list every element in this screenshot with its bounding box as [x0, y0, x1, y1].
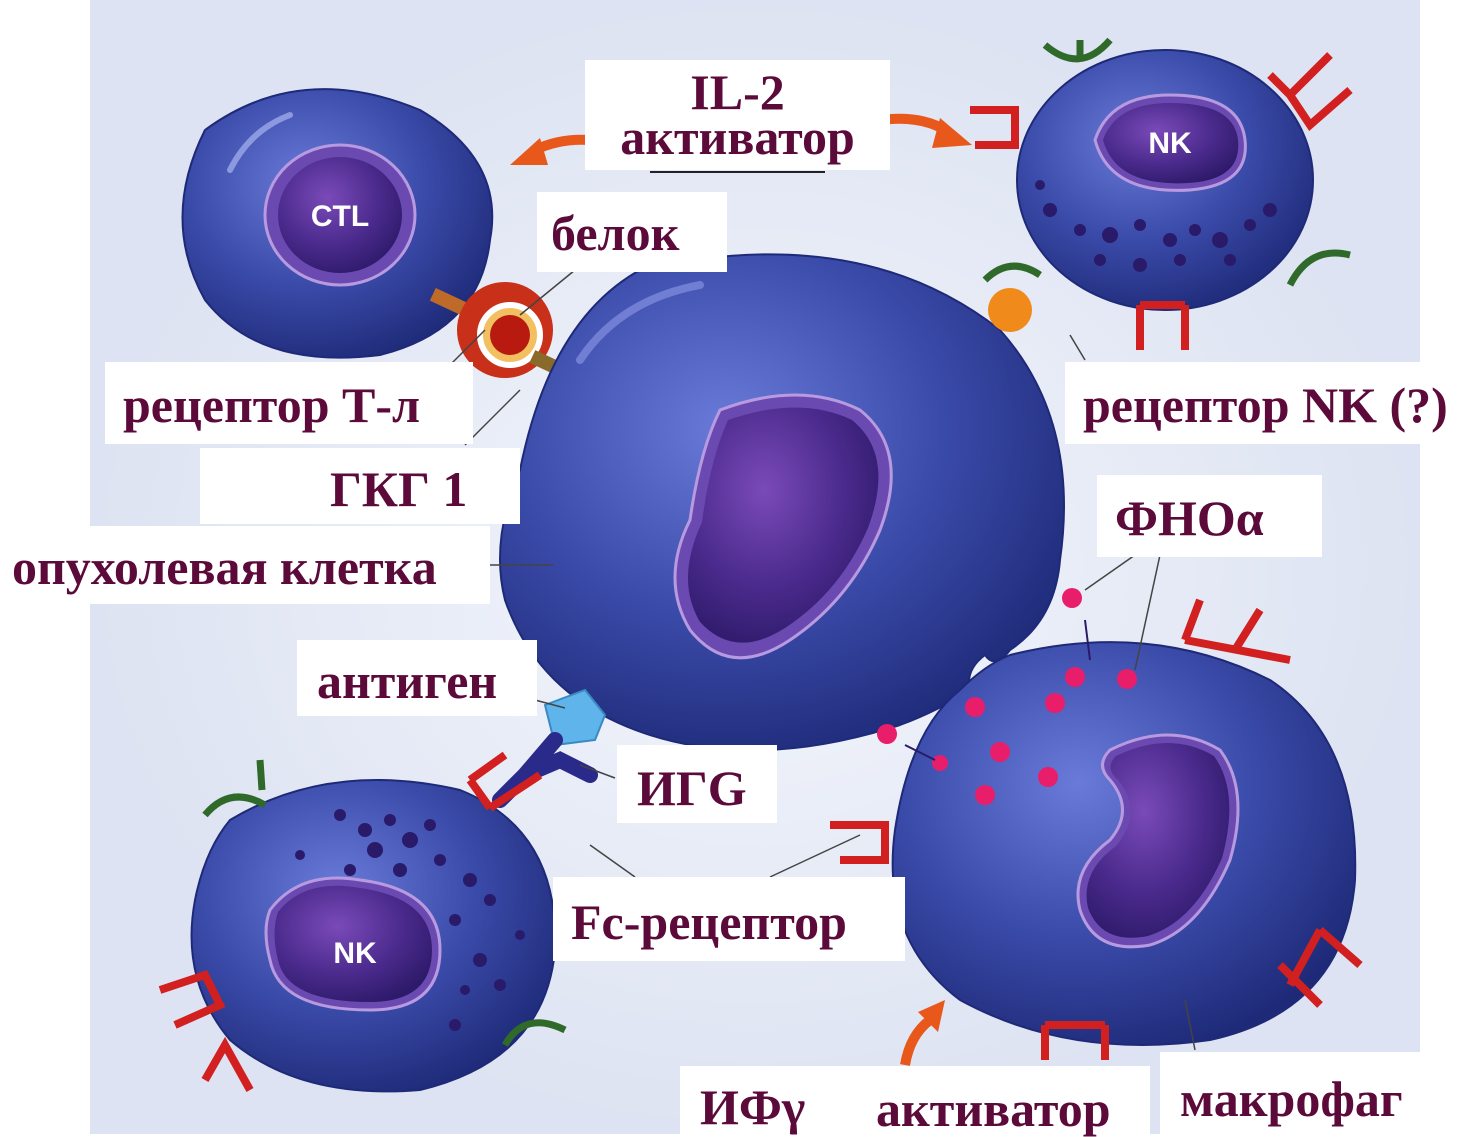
ifn-gamma-label: ИФγ: [680, 1066, 860, 1134]
nk-receptor-label: рецептор NK (?): [1065, 362, 1476, 444]
t-receptor-label: рецептор Т-л: [105, 362, 473, 444]
antigen-label: антиген: [297, 640, 537, 716]
protein-peptide: [490, 315, 530, 355]
nk-top-cell-tag: NK: [1148, 127, 1192, 160]
activator-top-text: активатор: [599, 115, 876, 160]
ctl-cell-tag: CTL: [311, 200, 369, 233]
igg-label: ИГG: [617, 745, 777, 823]
tumor-cell-label: опухолевая клетка: [0, 526, 490, 604]
il2-activator-label: IL-2 активатор: [585, 60, 890, 170]
nk-ligand: [988, 288, 1032, 332]
tnf-alpha-label: ФНОα: [1097, 475, 1322, 557]
nk-bottom-cell-tag: NK: [333, 937, 377, 970]
macrophage-label: макрофаг: [1160, 1052, 1476, 1134]
ctl-cell: CTL: [183, 89, 493, 357]
protein-label: белок: [537, 192, 727, 272]
activator-bottom-label: активатор: [860, 1066, 1150, 1134]
mhc1-label: ГКГ 1: [200, 448, 520, 524]
fc-receptor-label: Fc-рецептор: [553, 877, 905, 961]
